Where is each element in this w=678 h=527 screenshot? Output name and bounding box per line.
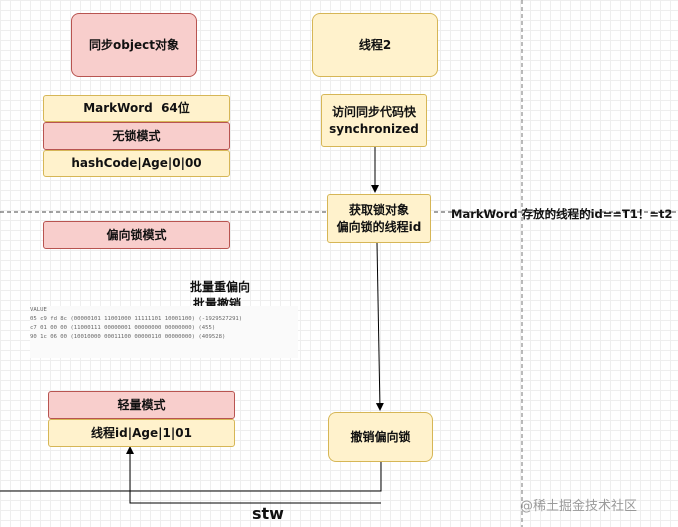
batch-rebias-label: 批量重偏向 [190,280,251,294]
watermark: @稀土掘金技术社区 [520,499,638,514]
sync-object-label: 同步object对象 [89,37,179,52]
revoke-biased-box[interactable]: 撤销偏向锁 [328,412,433,462]
markword-label: MarkWord 64位 [83,101,190,116]
markword-check-annotation: MarkWord 存放的线程的id==T1！=t2 [451,207,673,221]
thread-id-label: 线程id|Age|1|01 [91,425,192,440]
thread2-label: 线程2 [358,37,392,52]
arrow-revoke-to-stw [0,462,382,492]
memory-dump: VALUE 05 c9 fd 8c (00000101 11001000 111… [30,306,298,358]
access-sync-box[interactable]: 访问同步代码快 synchronized [321,94,427,147]
no-lock-label: 无锁模式 [112,128,161,143]
memory-dump-row: 90 1c 06 00 (10010000 00011100 00000110 … [30,334,226,340]
memory-dump-header: VALUE [30,307,47,313]
hashcode-row[interactable]: hashCode|Age|0|00 [43,150,230,177]
no-lock-row[interactable]: 无锁模式 [43,122,230,150]
arrow-stw-to-lightweight [126,446,381,504]
lightweight-label: 轻量模式 [117,397,166,412]
access-sync-label: 访问同步代码快 synchronized [329,105,419,136]
arrow-getlock-to-revoke [375,242,384,411]
memory-dump-row: c7 01 00 00 (11000111 00000001 00000000 … [30,325,216,331]
stw-label: stw [252,504,284,523]
sync-object-box[interactable]: 同步object对象 [71,13,197,77]
get-lock-label: 获取锁对象 偏向锁的线程id [336,203,422,234]
memory-dump-row: 05 c9 fd 8c (00000101 11001000 11111101 … [30,316,243,322]
revoke-biased-label: 撤销偏向锁 [350,429,411,444]
lightweight-box[interactable]: 轻量模式 [48,391,235,419]
thread-id-row[interactable]: 线程id|Age|1|01 [48,419,235,447]
thread2-box[interactable]: 线程2 [312,13,438,77]
hashcode-label: hashCode|Age|0|00 [71,156,202,171]
get-lock-box[interactable]: 获取锁对象 偏向锁的线程id [327,194,431,243]
biased-mode-box[interactable]: 偏向锁模式 [43,221,230,249]
markword-row[interactable]: MarkWord 64位 [43,95,230,122]
biased-mode-label: 偏向锁模式 [106,227,167,242]
